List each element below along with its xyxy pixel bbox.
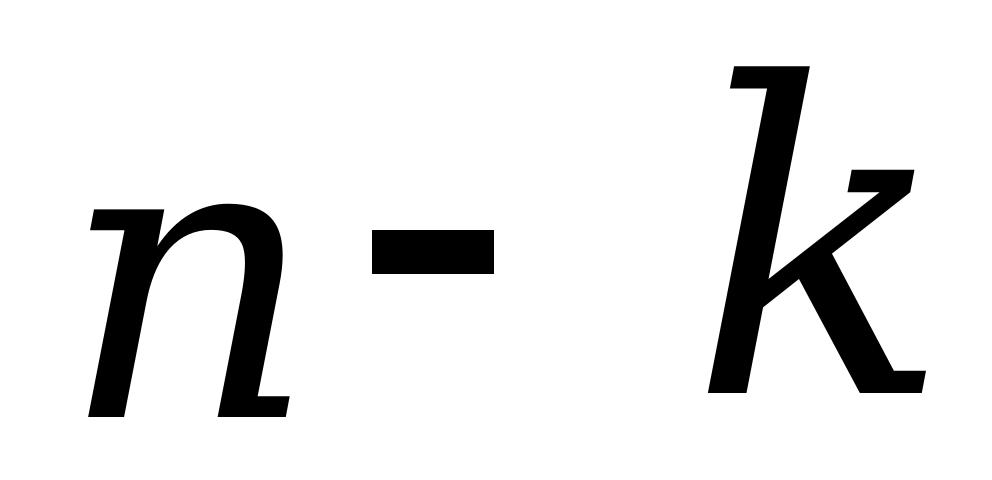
minus-sign: -	[372, 230, 494, 274]
variable-n: n	[60, 47, 318, 480]
variable-k: k	[690, 0, 951, 480]
